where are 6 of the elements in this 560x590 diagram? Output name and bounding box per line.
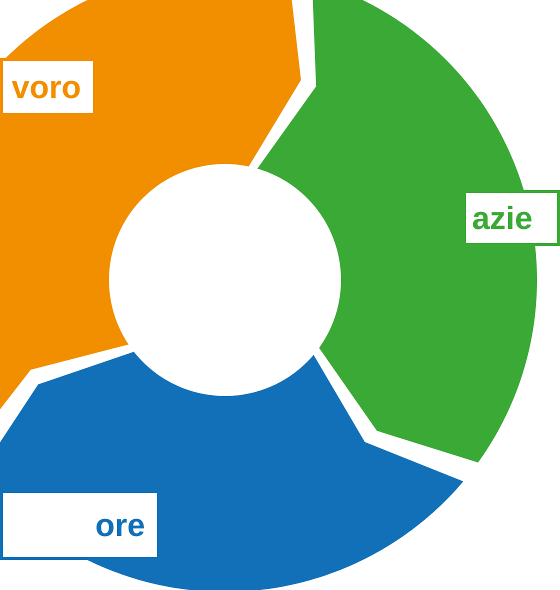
label-box xyxy=(0,490,160,560)
label-box xyxy=(0,58,96,116)
segment-label: azie xyxy=(472,200,532,236)
segment-label: ore xyxy=(95,506,145,544)
segment-label: voro xyxy=(12,68,81,106)
label-box xyxy=(463,190,560,246)
